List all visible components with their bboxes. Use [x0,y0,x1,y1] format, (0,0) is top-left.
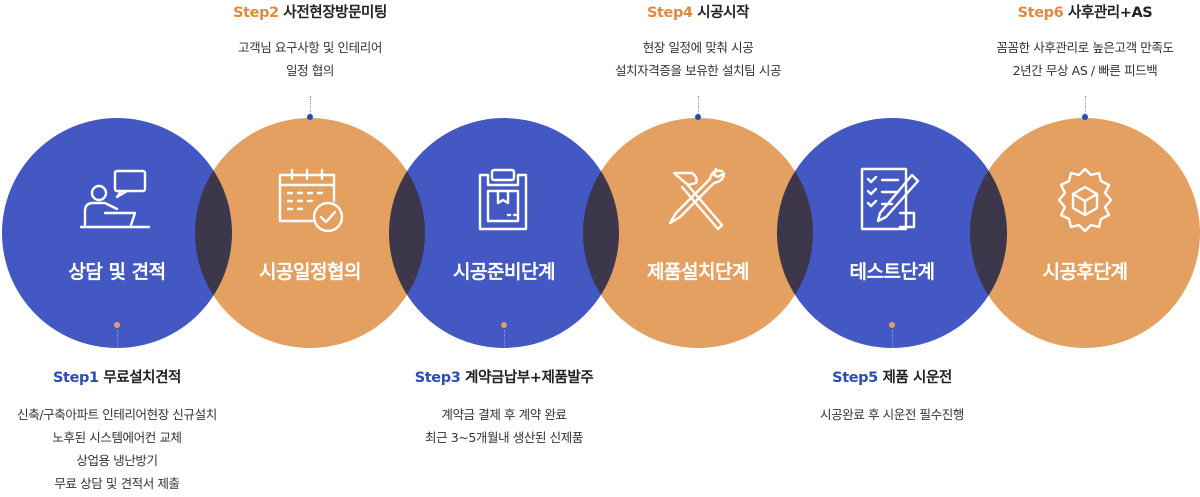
step-name: 사전현장방문미팅 [278,5,387,21]
step-connector-line [310,96,311,114]
gear-cube-icon [1045,165,1125,235]
step-number: Step5 [832,370,878,386]
clipboard-box-icon [464,165,544,235]
step-name: 무료설치견적 [98,370,181,386]
step-description-line: 계약금 결제 후 계약 완료 [441,407,567,422]
step-description: 시공완료 후 시운전 필수진행 [732,403,1052,426]
step-connector-line [117,330,118,348]
consultation-icon [77,165,157,235]
step-description-line: 고객님 요구사항 및 인테리어 [238,40,382,55]
step-marker-dot [114,322,120,328]
step-title: Step2 사전현장방문미팅 [150,1,470,22]
tools-icon [658,165,738,235]
step-description-line: 현장 일정에 맞춰 시공 [642,40,754,55]
stage-label-4: 제품설치단계 [647,261,749,283]
stage-circle-1 [2,118,232,348]
step-marker-dot [501,322,507,328]
step-name: 사후관리+AS [1063,5,1153,21]
step-marker-dot [307,114,313,120]
step-title: Step1 무료설치견적 [0,366,277,387]
stage-label-2: 시공일정협의 [259,261,361,283]
stage-circle-4 [583,118,813,348]
step-marker-dot [695,114,701,120]
step-title: Step4 시공시작 [538,1,858,22]
step-description-line: 일정 협의 [286,63,334,78]
checklist-pen-icon [852,165,932,235]
step-description-line: 노후된 시스템에어컨 교체 [52,430,182,445]
stage-label-1: 상담 및 견적 [68,261,166,283]
stage-circle-3 [389,118,619,348]
stage-circle-6 [970,118,1200,348]
step-title: Step6 사후관리+AS [925,1,1200,22]
step-name: 계약금납부+제품발주 [460,370,594,386]
step-description-line: 시공완료 후 시운전 필수진행 [820,407,964,422]
stage-circle-2 [195,118,425,348]
calendar-check-icon [270,165,350,235]
step-description-line: 신축/구축아파트 인테리어현장 신규설치 [17,407,217,422]
step-description-line: 무료 상담 및 견적서 제출 [54,476,180,491]
step-description-line: 설치자격증을 보유한 설치팀 시공 [614,63,782,78]
step-description-line: 상업용 냉난방기 [76,453,158,468]
step-number: Step4 [646,5,693,21]
step-description: 꼼꼼한 사후관리로 높은고객 만족도 2년간 무상 AS / 빠른 피드백 [925,36,1200,82]
step-title: Step3 계약금납부+제품발주 [344,366,664,387]
stage-label-6: 시공후단계 [1042,261,1128,283]
step-name: 제품 시운전 [877,370,952,386]
stage-label-3: 시공준비단계 [453,261,555,283]
stage-circle-5 [777,118,1007,348]
step-connector-line [504,330,505,348]
step-connector-line [698,96,699,114]
step-description-line: 최근 3~5개월내 생산된 신제품 [424,430,583,445]
step-number: Step6 [1017,5,1064,21]
step-marker-dot [1082,114,1088,120]
step-description-line: 2년간 무상 AS / 빠른 피드백 [1012,63,1158,78]
step-number: Step2 [233,5,279,21]
step-number: Step1 [53,370,99,386]
step-description-line: 꼼꼼한 사후관리로 높은고객 만족도 [996,40,1174,55]
step-name: 시공시작 [692,5,750,21]
stage-label-5: 테스트단계 [849,261,935,283]
step-marker-dot [889,322,895,328]
step-number: Step3 [414,370,461,386]
step-6-info: Step6 사후관리+AS 꼼꼼한 사후관리로 높은고객 만족도 2년간 무상 AS… [925,1,1200,82]
step-title: Step5 제품 시운전 [732,366,1052,387]
step-connector-line [892,330,893,348]
step-connector-line [1085,96,1086,114]
